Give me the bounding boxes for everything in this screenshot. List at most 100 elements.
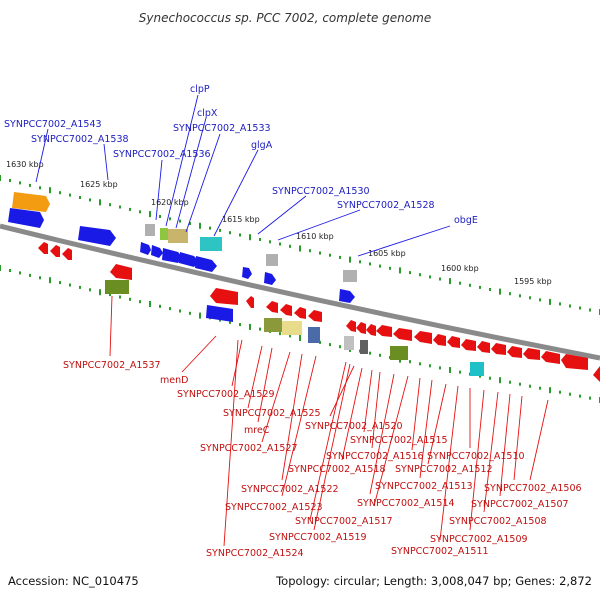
gene-label[interactable]: glgA xyxy=(251,140,273,151)
tick-mark xyxy=(19,271,21,275)
gene-label[interactable]: SYNPCC7002_A1515 xyxy=(350,435,448,446)
gene-label[interactable]: SYNPCC7002_A1528 xyxy=(337,200,435,211)
gene-label[interactable]: SYNPCC7002_A1514 xyxy=(357,498,455,509)
leader-line xyxy=(371,371,381,449)
gene-label[interactable]: menD xyxy=(160,375,188,386)
gene-arrow-reverse xyxy=(477,341,490,353)
leader-line xyxy=(529,399,549,481)
gene-label[interactable]: SYNPCC7002_A1517 xyxy=(295,516,393,527)
tick-label: 1615 kbp xyxy=(222,215,260,224)
leader-line xyxy=(499,393,511,497)
gene-label[interactable]: SYNPCC7002_A1523 xyxy=(225,502,323,513)
tick-mark xyxy=(459,281,461,285)
tick-mark xyxy=(69,283,71,287)
gene-arrow-reverse xyxy=(507,346,522,358)
tick-mark xyxy=(79,285,81,289)
tick-mark xyxy=(0,175,1,181)
gene-label[interactable]: clpX xyxy=(197,108,218,119)
leader-lines xyxy=(35,94,549,547)
leader-line xyxy=(175,117,207,229)
tick-mark xyxy=(579,306,581,310)
gene-arrow-reverse xyxy=(461,339,476,351)
gene-label[interactable]: SYNPCC7002_A1524 xyxy=(206,548,304,559)
gene-label[interactable]: SYNPCC7002_A1513 xyxy=(375,481,473,492)
tick-label: 1595 kbp xyxy=(514,277,552,286)
tick-mark xyxy=(209,226,211,230)
tick-mark xyxy=(169,307,171,311)
gene-arrow-reverse xyxy=(280,304,292,316)
tick-mark xyxy=(69,193,71,197)
tick-mark xyxy=(79,196,81,199)
gene-label[interactable]: SYNPCC7002_A1516 xyxy=(326,451,424,462)
accession-text: Accession: NC_010475 xyxy=(8,574,139,588)
gene-label[interactable]: SYNPCC7002_A1508 xyxy=(449,516,547,527)
tick-label: 1610 kbp xyxy=(296,232,334,241)
leader-line xyxy=(357,225,451,257)
tick-mark xyxy=(0,265,1,271)
tick-mark xyxy=(509,380,511,384)
gene-arrow-forward xyxy=(242,267,252,279)
gene-label[interactable]: SYNPCC7002_A1538 xyxy=(31,134,129,145)
tick-mark xyxy=(369,351,371,355)
gene-label[interactable]: SYNPCC7002_A1506 xyxy=(484,483,582,494)
leader-line xyxy=(165,94,199,227)
tick-mark xyxy=(339,345,341,349)
gene-label[interactable]: SYNPCC7002_A1520 xyxy=(305,421,403,432)
gene-label[interactable]: clpP xyxy=(190,84,210,95)
leader-line xyxy=(231,339,243,387)
gene-label[interactable]: SYNPCC7002_A1519 xyxy=(269,532,367,543)
gene-label[interactable]: SYNPCC7002_A1530 xyxy=(272,186,370,197)
genome-backbone xyxy=(0,223,600,361)
tick-mark xyxy=(479,285,481,289)
leader-line xyxy=(281,353,303,481)
gene-arrow-forward xyxy=(264,272,276,285)
tick-label: 1600 kbp xyxy=(441,264,479,273)
tick-mark xyxy=(59,281,61,285)
tick-label: 1625 kbp xyxy=(80,180,118,189)
tick-mark xyxy=(99,289,101,296)
gene-label[interactable]: SYNPCC7002_A1507 xyxy=(471,499,569,510)
gene-label[interactable]: SYNPCC7002_A1512 xyxy=(395,464,493,475)
gene-label[interactable]: SYNPCC7002_A1533 xyxy=(173,123,271,134)
gene-arrow-forward xyxy=(206,305,233,322)
gene-label[interactable]: obgE xyxy=(454,215,478,226)
gene-label[interactable]: SYNPCC7002_A1543 xyxy=(4,119,102,130)
tick-label: 1620 kbp xyxy=(151,198,189,207)
leader-line xyxy=(419,379,433,479)
gene-label[interactable]: SYNPCC7002_A1536 xyxy=(113,149,211,160)
gene-label[interactable]: SYNPCC7002_A1529 xyxy=(177,389,275,400)
leader-line xyxy=(257,347,273,423)
tick-mark xyxy=(139,210,141,214)
gene-arrow-reverse xyxy=(433,334,446,346)
tick-mark xyxy=(589,308,591,312)
tick-mark xyxy=(289,244,291,248)
gene-box xyxy=(264,318,282,332)
gene-label[interactable]: SYNPCC7002_A1525 xyxy=(223,408,321,419)
gene-label[interactable]: SYNPCC7002_A1518 xyxy=(288,464,386,475)
gene-label[interactable]: SYNPCC7002_A1527 xyxy=(200,443,298,454)
tick-mark xyxy=(569,392,571,396)
gene-arrow-reverse xyxy=(50,245,60,257)
tick-mark xyxy=(299,245,301,252)
tick-mark xyxy=(89,198,91,202)
tick-mark xyxy=(439,366,441,370)
leader-line xyxy=(155,159,163,221)
tick-mark xyxy=(499,377,501,384)
gene-label[interactable]: mreC xyxy=(244,425,270,436)
leader-line xyxy=(277,209,361,241)
gene-label[interactable]: SYNPCC7002_A1511 xyxy=(391,546,489,557)
gene-label[interactable]: SYNPCC7002_A1537 xyxy=(63,360,161,371)
gene-arrow-forward xyxy=(151,245,163,258)
tick-mark xyxy=(539,386,541,390)
gene-arrow-reverse xyxy=(393,328,412,341)
gene-label[interactable]: SYNPCC7002_A1522 xyxy=(241,484,339,495)
gene-label[interactable]: SYNPCC7002_A1510 xyxy=(427,451,525,462)
tick-mark xyxy=(29,183,31,187)
tick-mark xyxy=(269,240,271,244)
genome-summary-text: Topology: circular; Length: 3,008,047 bp… xyxy=(275,574,592,588)
gene-label[interactable]: SYNPCC7002_A1509 xyxy=(430,534,528,545)
gene-arrow-reverse xyxy=(593,366,600,382)
gene-arrow-forward xyxy=(162,248,183,263)
gene-arrow-reverse xyxy=(346,320,356,332)
gene-arrow-reverse xyxy=(38,242,48,254)
